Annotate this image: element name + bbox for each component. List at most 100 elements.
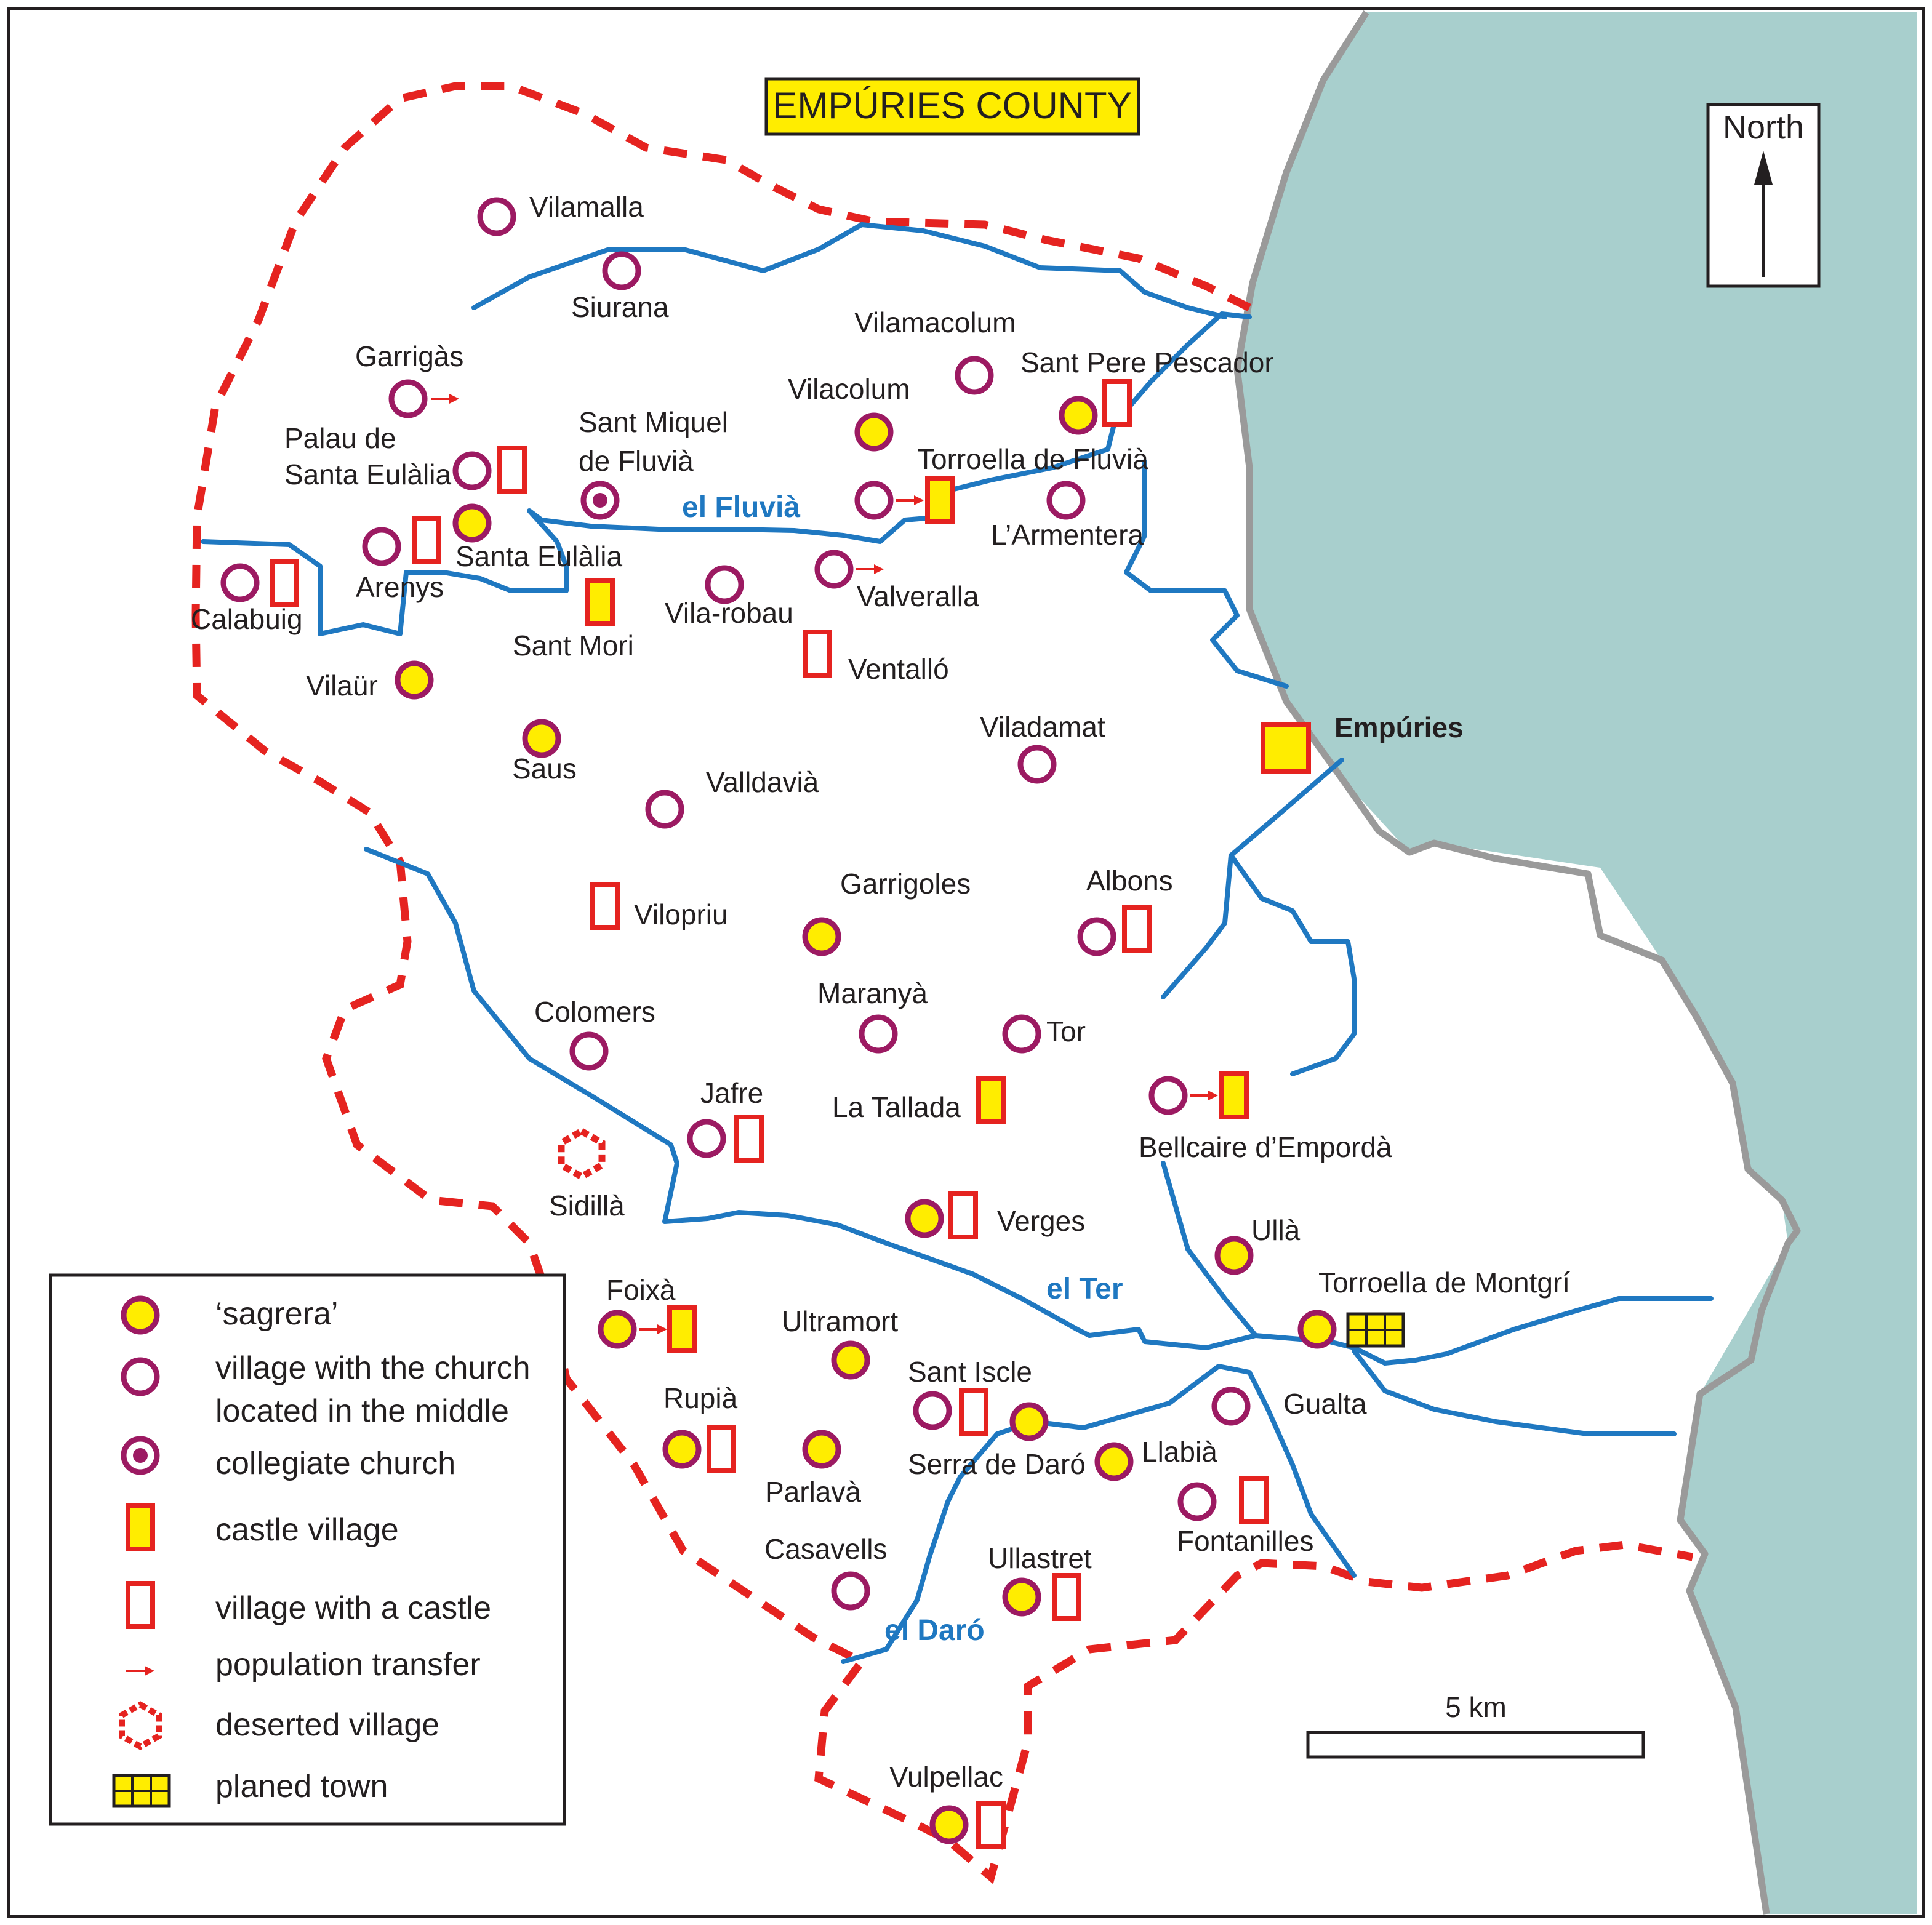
label-vila-robau: Vila-robau (665, 597, 793, 629)
legend-sagrera-icon (124, 1299, 157, 1332)
legend-castle-village-label: castle village (215, 1512, 399, 1548)
label-armentera: L’Armentera (991, 519, 1144, 551)
river-fluvia-tributary (1124, 459, 1289, 689)
river-bellcaire (1161, 1161, 1258, 1338)
label-empuries: Empúries (1334, 711, 1464, 743)
legend-planned-town-icon (112, 1774, 171, 1808)
north-arrow: North (1706, 103, 1821, 288)
river-ter-branch (1352, 1348, 1677, 1436)
label-sant-miquel-1: Sant Miquel (579, 406, 728, 438)
legend-sagrera-label: ‘sagrera’ (215, 1296, 338, 1332)
label-vilamalla: Vilamalla (529, 191, 644, 223)
vulpellac-marker (932, 1808, 966, 1841)
fontanilles-marker (1180, 1485, 1214, 1518)
palau-santa-eulalia-marker (455, 454, 489, 487)
rivers (201, 222, 1714, 1664)
label-viladamat: Viladamat (980, 711, 1105, 743)
rupia-marker (665, 1433, 699, 1466)
torroella-montgri-marker (1301, 1313, 1334, 1346)
legend-planned-town-label: planed town (215, 1769, 388, 1804)
scale-bar: 5 km (1306, 1691, 1645, 1759)
sant-iscle-castle (961, 1391, 986, 1434)
label-tor: Tor (1046, 1015, 1086, 1047)
casavells-marker (834, 1574, 867, 1607)
label-vulpellac: Vulpellac (889, 1761, 1003, 1793)
ullastret-marker (1005, 1580, 1038, 1614)
river-empuries-branch (1161, 758, 1344, 999)
arenys-marker (365, 530, 398, 563)
legend-collegiate-label: collegiate church (215, 1446, 455, 1481)
label-vilamacolum: Vilamacolum (854, 306, 1016, 338)
bellcaire-marker (1152, 1079, 1185, 1112)
llabia-marker (1097, 1445, 1131, 1478)
viladamat-marker (1020, 748, 1054, 781)
label-serra-daro: Serra de Daró (908, 1448, 1086, 1480)
palau-santa-eulalia-castle (500, 448, 524, 491)
label-vilacolum: Vilacolum (788, 373, 910, 405)
vilopriu-castle (593, 884, 617, 927)
calabuig-castle (272, 561, 297, 604)
verges-castle (951, 1194, 976, 1237)
maranya-marker (862, 1017, 895, 1051)
ullastret-castle (1054, 1575, 1079, 1619)
map-title-box: EMPÚRIES COUNTY (764, 77, 1140, 136)
calabuig-marker (223, 566, 257, 599)
label-llabia: Llabià (1142, 1436, 1217, 1468)
label-saus: Saus (512, 753, 577, 785)
legend-church-middle-label-2: located in the middle (215, 1393, 509, 1429)
label-sidilla: Sidillà (549, 1190, 625, 1222)
label-jafre: Jafre (700, 1077, 763, 1109)
valveralla-marker (817, 553, 851, 586)
legend-village-castle-icon (128, 1583, 153, 1627)
place-labels: Vilamalla Siurana Garrigàs Vilamacolum S… (191, 191, 1570, 1793)
label-calabuig: Calabuig (191, 603, 303, 635)
label-rupia: Rupià (663, 1382, 738, 1414)
label-torroella-montgri: Torroella de Montgrí (1318, 1267, 1570, 1299)
santa-eulalia-marker (455, 506, 489, 540)
label-fontanilles: Fontanilles (1177, 1525, 1313, 1557)
legend-collegiate-icon (124, 1439, 157, 1472)
label-river-fluvia: el Fluvià (682, 491, 800, 524)
legend-church-middle-icon (124, 1360, 157, 1393)
label-palau-1: Palau de (284, 422, 396, 454)
coastline (1233, 10, 1801, 1915)
jafre-castle (737, 1117, 761, 1160)
scale-label: 5 km (1445, 1691, 1507, 1723)
empuries-castle (1261, 722, 1311, 774)
label-valveralla: Valveralla (857, 580, 979, 612)
legend-deserted-label: deserted village (215, 1707, 439, 1743)
torroella-fluvia-castle (928, 479, 952, 522)
mediterranean-sea (1237, 12, 1917, 1914)
torroella-montgri-planned-town (1346, 1312, 1405, 1348)
vilamacolum-marker (958, 359, 991, 392)
garrigas-marker (391, 382, 425, 415)
river-fluvia (201, 311, 1252, 636)
river-ter (364, 847, 1714, 1366)
label-vilopriu: Vilopriu (634, 898, 728, 930)
legend: ‘sagrera’ village with the church locate… (49, 1273, 566, 1826)
vila-robau-marker (708, 568, 741, 601)
vilaur-marker (398, 663, 431, 697)
sidilla-deserted-marker (558, 1127, 606, 1181)
legend-village-castle-label: village with a castle (215, 1590, 491, 1626)
river-north (471, 222, 1227, 319)
north-arrow-icon (1754, 151, 1773, 185)
label-ventallo: Ventalló (848, 653, 949, 685)
map-title: EMPÚRIES COUNTY (772, 85, 1131, 126)
gualta-marker (1214, 1390, 1248, 1423)
label-river-ter: el Ter (1046, 1273, 1123, 1305)
ventallo-castle (805, 632, 830, 675)
label-garrigoles: Garrigoles (840, 868, 971, 900)
castle-markers (272, 382, 1311, 1846)
sant-pere-pescador-marker (1062, 399, 1095, 432)
label-maranya: Maranyà (817, 977, 928, 1009)
label-gualta: Gualta (1283, 1388, 1367, 1420)
bellcaire-castle (1222, 1074, 1246, 1117)
ultramort-marker (834, 1343, 867, 1377)
label-vilaur: Vilaür (306, 670, 378, 702)
foixa-marker (601, 1313, 634, 1346)
verges-marker (908, 1202, 941, 1235)
river-empuries-tributary (1229, 853, 1357, 1076)
label-river-daro: el Daró (884, 1614, 985, 1647)
